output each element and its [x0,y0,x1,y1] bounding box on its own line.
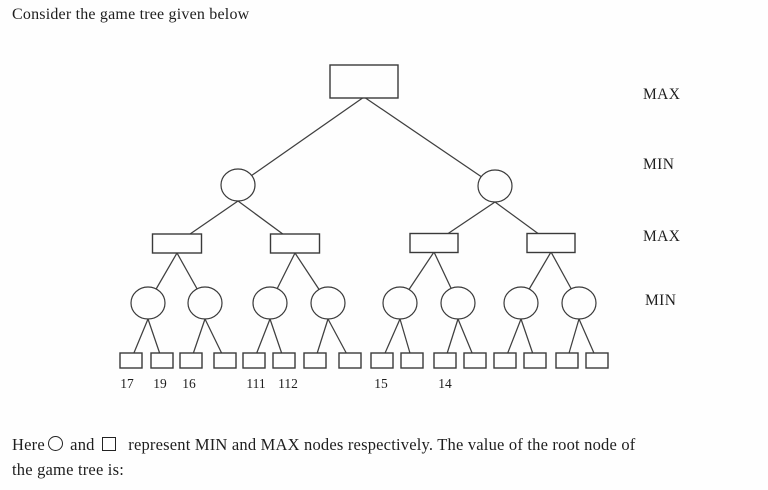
node-leaf-9 [370,352,394,369]
node-min-5 [382,286,418,320]
node-leaf-12 [463,352,487,369]
leaf-value-label: 112 [278,376,298,391]
node-min-4 [310,286,346,320]
node-min-6 [440,286,476,320]
node-leaf-2 [150,352,174,369]
min-circle-icon [47,436,63,451]
leaf-value-label: 19 [153,376,167,391]
leaf-value-label: 14 [438,376,452,391]
node-leaf-10 [400,352,424,369]
legend-and-question: Here and represent MIN and MAX nodes res… [12,432,752,482]
legend-text-here: Here [12,435,45,454]
tree-edge [237,96,365,186]
leaf-value-label: 15 [374,376,388,391]
node-leaf-6 [272,352,296,369]
level-label: MAX [643,86,680,103]
node-leaf-15 [555,352,579,369]
leaf-value-label: 111 [246,376,265,391]
node-leaf-16 [585,352,609,369]
level-label: MIN [643,156,674,173]
node-leaf-1 [119,352,143,369]
question-line: the game tree is: [12,460,124,479]
node-min-3 [252,286,288,320]
node-min-1 [130,286,166,320]
node-leaf-5 [242,352,266,369]
leaf-value-label: 17 [120,376,134,391]
tree-edge [363,96,496,187]
node-leaf-14 [523,352,547,369]
game-tree-diagram: 17 19 16 111 112 15 14 MAX MIN MAX MIN [119,64,680,391]
node-leaf-8 [338,352,362,369]
node-max-2 [269,233,321,254]
node-min-8 [561,286,597,320]
node-leaf-3 [179,352,203,369]
node-leaf-7 [303,352,327,369]
legend-line: Here and represent MIN and MAX nodes res… [12,432,752,457]
node-min-left [220,168,256,202]
intro-text: Consider the game tree given below [12,6,250,23]
node-leaf-4 [213,352,237,369]
node-min-7 [503,286,539,320]
leaf-value-label: 16 [182,376,196,391]
legend-text-rest: represent MIN and MAX nodes respectively… [123,435,636,454]
node-min-right [477,169,513,203]
node-root-max [329,64,399,99]
max-square-icon [101,437,116,451]
node-leaf-11 [433,352,457,369]
node-max-4 [526,232,576,254]
node-min-2 [187,286,223,320]
level-label: MIN [645,292,676,309]
node-leaf-13 [493,352,517,369]
node-max-3 [409,232,459,254]
legend-text-and: and [65,435,99,454]
level-label: MAX [643,228,680,245]
node-max-1 [151,233,203,254]
